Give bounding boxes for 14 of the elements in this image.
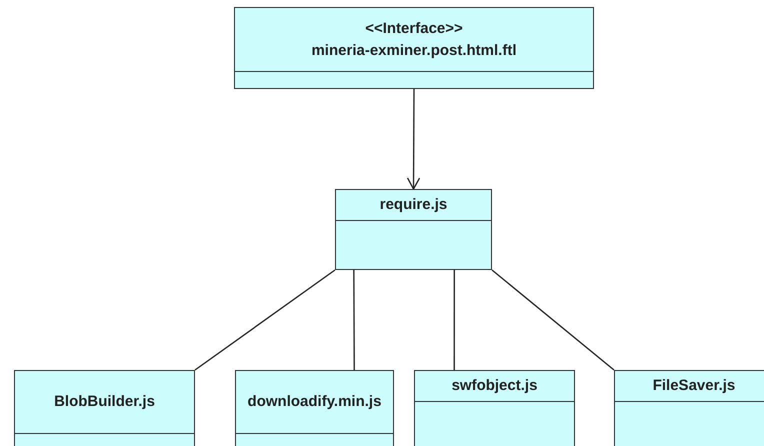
class-name: mineria-exminer.post.html.ftl — [311, 40, 517, 60]
class-box — [234, 7, 594, 89]
arrow — [406, 89, 420, 190]
class-name: FileSaver.js — [652, 376, 736, 396]
stereotype-label: <<Interface>> — [365, 18, 463, 38]
class-name: downloadify.min.js — [248, 392, 382, 412]
class-name: swfobject.js — [452, 376, 538, 396]
class-name: require.js — [380, 195, 448, 215]
connector-line — [353, 270, 355, 370]
connector-line — [492, 270, 614, 370]
class-name: BlobBuilder.js — [54, 392, 155, 412]
class-box — [335, 189, 492, 270]
connector-line — [194, 269, 336, 371]
connector-line — [454, 270, 455, 370]
